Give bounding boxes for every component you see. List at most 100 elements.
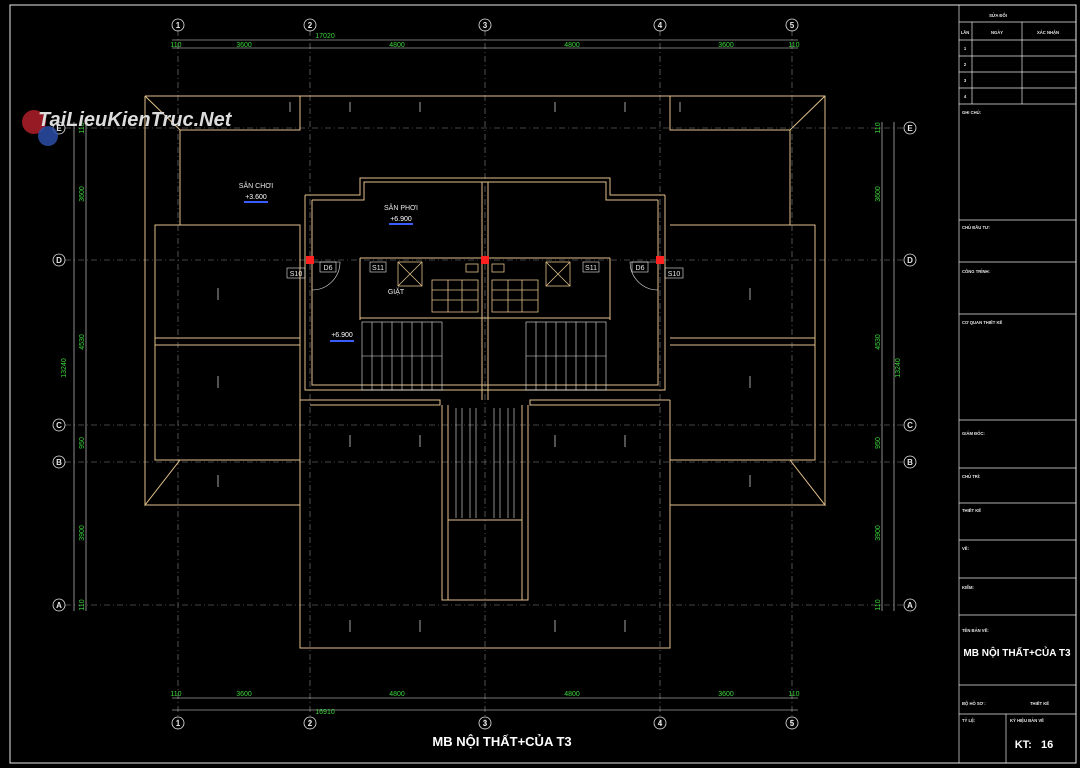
dim-top-edge-right: 110 <box>788 42 799 49</box>
dim-right-span-1: 3600 <box>875 186 882 202</box>
tag-s10-left: S10 <box>290 271 303 278</box>
watermark-text: TaiLieuKienTruc.Net <box>38 109 233 131</box>
tb-chief: CHỦ TRÌ: <box>962 474 980 479</box>
grid-label-bottom-5: 5 <box>790 719 795 728</box>
tb-sheet-no: KT: 16 <box>1015 739 1054 751</box>
tb-set-label: BỘ HỒ SƠ : <box>962 701 986 706</box>
grid-label-right-c: C <box>907 421 913 430</box>
watermark-logo: TaiLieuKienTruc.Net <box>22 109 233 146</box>
tb-col-approve: XÁC NHẬN <box>1037 30 1059 35</box>
tb-sheet-no-label: KÝ HIỆU BẢN VẼ <box>1010 718 1044 723</box>
grid-label-top-5: 5 <box>790 21 795 30</box>
grid-label-right-b: B <box>907 458 913 467</box>
dim-left-span-3: 950 <box>79 437 86 449</box>
dim-top-edge-left: 110 <box>170 42 181 49</box>
room-name-drying: SÂN PHƠI <box>384 203 418 212</box>
grid-label-left-d: D <box>56 256 62 265</box>
dim-left-span-4: 3900 <box>79 525 86 541</box>
grid-label-left-b: B <box>56 458 62 467</box>
dim-left-edge-bottom: 110 <box>79 599 86 610</box>
tb-checker: KIỂM: <box>962 585 974 590</box>
dim-bottom-edge-left: 110 <box>170 691 181 698</box>
grid-label-top-3: 3 <box>483 21 488 30</box>
grid-label-left-e: E <box>56 124 62 133</box>
room-elev-drying: +6.900 <box>390 216 412 223</box>
dim-top-span-4: 3600 <box>718 42 734 49</box>
stair-right <box>525 321 607 391</box>
dim-bottom-span-4: 3600 <box>718 691 734 698</box>
drawing-title: MB NỘI THẤT+CỦA T3 <box>432 734 571 749</box>
grid-label-left-c: C <box>56 421 62 430</box>
grid-label-bottom-1: 1 <box>176 719 181 728</box>
tag-d6-right: D6 <box>636 265 645 272</box>
tb-designer: THIẾT KẾ <box>962 508 981 513</box>
grid-label-right-e: E <box>907 124 913 133</box>
dim-bottom-edge-right: 110 <box>788 691 799 698</box>
column-markers <box>306 256 664 264</box>
grid-label-right-a: A <box>907 601 913 610</box>
tag-s11-right: S11 <box>585 265 597 272</box>
grid-bubbles-bottom: 1 2 3 4 5 <box>171 716 799 730</box>
grid-label-bottom-4: 4 <box>658 719 663 728</box>
dim-left-span-2: 4530 <box>79 334 86 350</box>
room-name-playground: SÂN CHƠI <box>239 181 273 190</box>
tb-row-1: 1 <box>964 46 967 51</box>
tb-col-date: NGÀY <box>991 30 1003 35</box>
tb-row-3: 3 <box>964 78 967 83</box>
grid-lines <box>65 30 905 730</box>
walkway-strips <box>455 408 515 518</box>
dim-bottom-span-3: 4800 <box>564 691 580 698</box>
laundry-fixtures <box>397 261 571 313</box>
dim-top-overall: 17020 <box>315 33 335 40</box>
room-name-laundry: GIẶT <box>388 287 405 296</box>
tag-boxes <box>286 261 684 279</box>
grid-label-bottom-3: 3 <box>483 719 488 728</box>
room-elev-playground: +3.600 <box>245 194 267 201</box>
elev-marker-drying <box>389 223 413 225</box>
dim-bottom-span-1: 3600 <box>236 691 252 698</box>
grid-label-top-1: 1 <box>176 21 181 30</box>
stair-left <box>361 321 443 391</box>
tb-notes: GHI CHÚ: <box>962 110 981 115</box>
dimension-lines <box>73 39 895 711</box>
dim-top-span-3: 4800 <box>564 42 580 49</box>
grid-label-top-2: 2 <box>308 21 313 30</box>
door-swings <box>311 261 659 291</box>
tb-row-4: 4 <box>964 94 967 99</box>
roof-outline <box>144 95 826 649</box>
dim-bottom-span-2: 4800 <box>389 691 405 698</box>
tb-row-2: 2 <box>964 62 967 67</box>
tag-s10-right: S10 <box>668 271 681 278</box>
dim-bottom-overall: 16910 <box>315 709 335 716</box>
dim-left-span-1: 3600 <box>79 186 86 202</box>
tb-scale-label: TỶ LỆ: <box>962 718 975 723</box>
slope-arrows <box>217 102 751 632</box>
dim-right-span-3: 950 <box>875 437 882 449</box>
tb-director: GIÁM ĐỐC: <box>962 431 985 436</box>
dim-left-overall: 13240 <box>61 358 68 378</box>
dim-top-span-2: 4800 <box>389 42 405 49</box>
grid-bubbles-right: E D C B A <box>903 121 917 612</box>
tag-d6-left: D6 <box>324 265 333 272</box>
dim-left-edge-top: 110 <box>79 122 86 133</box>
tb-sheet-name-label: TÊN BẢN VẼ: <box>962 628 989 633</box>
title-block <box>958 4 1077 764</box>
tb-revision-header: SỬA ĐỔI <box>989 13 1007 18</box>
dim-right-edge-top: 110 <box>875 122 882 133</box>
tb-col-no: LẦN <box>961 30 970 35</box>
dim-right-span-4: 3900 <box>875 525 882 541</box>
grid-label-bottom-2: 2 <box>308 719 313 728</box>
stair-elev-label: +6.900 <box>331 332 353 339</box>
dim-right-edge-bottom: 110 <box>875 599 882 610</box>
grid-label-right-d: D <box>907 256 913 265</box>
tag-s11-left: S11 <box>372 265 384 272</box>
dim-right-overall: 13240 <box>895 358 902 378</box>
grid-bubbles-top: 1 2 3 4 5 <box>171 18 799 32</box>
tb-drafter: VẼ: <box>962 546 969 551</box>
tb-sheet-name: MB NỘI THẤT+CỦA T3 <box>963 646 1071 659</box>
tb-design-unit: CƠ QUAN THIẾT KẾ <box>962 320 1003 325</box>
tb-owner: CHỦ ĐẦU TƯ: <box>962 225 990 230</box>
elev-marker-playground <box>244 201 268 203</box>
tb-set-value: THIẾT KẾ <box>1030 701 1049 706</box>
